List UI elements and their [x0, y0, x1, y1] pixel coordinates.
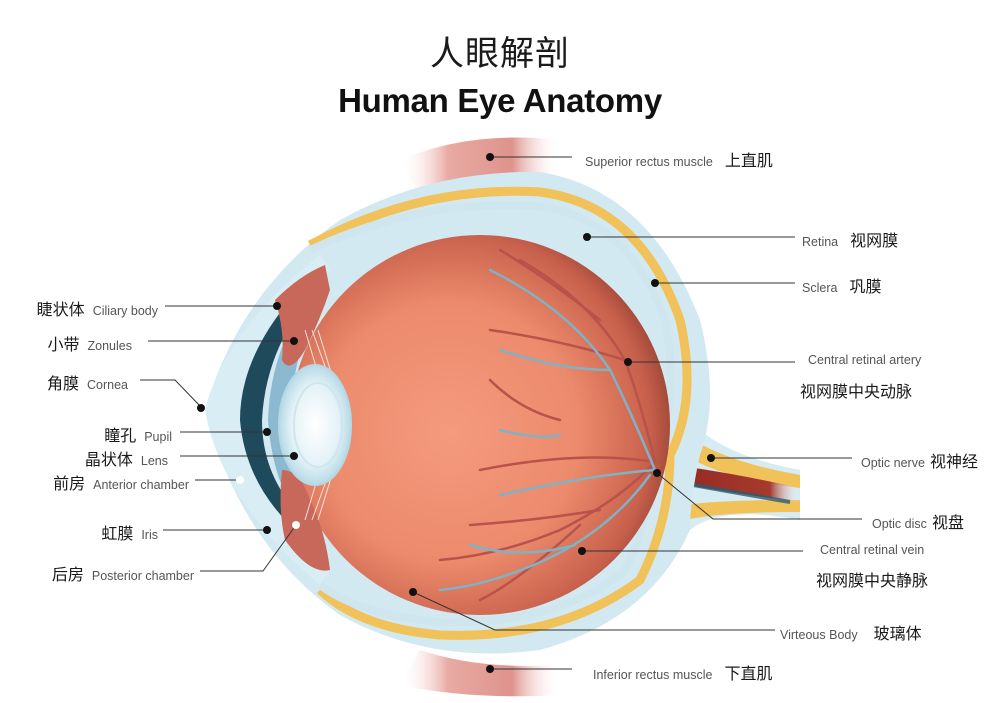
label-en: Anterior chamber — [93, 478, 189, 492]
label-posterior-chamber: 后房 Posterior chamber — [52, 561, 194, 585]
label-en: Pupil — [144, 430, 172, 444]
label-en: Posterior chamber — [91, 569, 194, 583]
label-cn: 视网膜中央动脉 — [800, 382, 913, 401]
label-vitreous-body: Virteous Body 玻璃体 — [780, 620, 922, 644]
label-superior-rectus: Superior rectus muscle 上直肌 — [585, 147, 773, 171]
leader-dots-right — [409, 153, 715, 673]
label-inferior-rectus: Inferior rectus muscle 下直肌 — [593, 660, 773, 684]
label-central-retinal-artery: Central retinal artery — [808, 353, 921, 367]
label-cn: 玻璃体 — [873, 624, 922, 643]
label-en: Inferior rectus muscle — [593, 668, 713, 682]
label-cn: 视盘 — [931, 513, 964, 532]
label-cn: 虹膜 — [101, 524, 134, 543]
label-en: Optic nerve — [861, 456, 925, 470]
label-cn: 视神经 — [930, 452, 979, 471]
label-iris: 虹膜 Iris — [101, 520, 158, 544]
label-cornea: 角膜 Cornea — [47, 370, 128, 394]
label-cn: 上直肌 — [724, 151, 773, 170]
label-en: Lens — [140, 454, 168, 468]
label-cn: 下直肌 — [724, 664, 773, 683]
leader-lines-left — [140, 305, 297, 572]
leader-lines-right — [412, 156, 862, 670]
label-en: Retina — [802, 235, 839, 249]
label-en: Ciliary body — [92, 304, 158, 318]
label-cn: 晶状体 — [84, 450, 133, 469]
title-english: Human Eye Anatomy — [338, 82, 662, 119]
label-cn: 瞳孔 — [104, 426, 137, 445]
label-sclera: Sclera 巩膜 — [802, 273, 881, 297]
label-en: Superior rectus muscle — [585, 155, 713, 169]
label-cn: 角膜 — [46, 374, 79, 393]
retina-yellow-layer — [307, 186, 692, 640]
label-cn: 前房 — [53, 474, 86, 493]
ciliary-body-upper — [275, 265, 330, 366]
label-en: Iris — [141, 528, 158, 542]
label-ciliary-body: 睫状体 Ciliary body — [37, 296, 158, 320]
label-en: Virteous Body — [780, 628, 858, 642]
label-central-retinal-artery-cn: 视网膜中央动脉 — [800, 378, 912, 402]
label-en: Central retinal artery — [808, 353, 922, 367]
label-central-retinal-vein: Central retinal vein — [820, 543, 924, 557]
label-cn: 视网膜中央静脉 — [816, 571, 929, 590]
label-optic-nerve: Optic nerve 视神经 — [861, 448, 978, 472]
ciliary-body-lower — [280, 470, 330, 571]
label-retina: Retina 视网膜 — [802, 227, 898, 251]
label-cn: 后房 — [51, 565, 84, 584]
label-anterior-chamber: 前房 Anterior chamber — [53, 470, 189, 494]
label-en: Sclera — [802, 281, 838, 295]
label-en: Optic disc — [872, 517, 927, 531]
label-cn: 睫状体 — [36, 300, 85, 319]
label-cn: 视网膜 — [850, 231, 899, 250]
superior-rectus-muscle-shape — [400, 137, 560, 195]
label-en: Zonules — [87, 339, 132, 353]
label-cn: 小带 — [47, 335, 80, 354]
label-pupil: 瞳孔 Pupil — [104, 422, 172, 446]
label-en: Central retinal vein — [820, 543, 925, 557]
label-lens: 晶状体 Lens — [85, 446, 168, 470]
inferior-rectus-muscle-shape — [400, 650, 560, 697]
title-chinese: 人眼解剖 — [430, 34, 570, 74]
leader-dots-left — [197, 302, 300, 534]
cornea-shape — [205, 255, 330, 585]
label-zonules: 小带 Zonules — [48, 331, 133, 355]
label-en: Cornea — [87, 378, 128, 392]
label-optic-disc: Optic disc 视盘 — [872, 509, 964, 533]
label-central-retinal-vein-cn: 视网膜中央静脉 — [816, 567, 928, 591]
label-cn: 巩膜 — [849, 277, 882, 296]
